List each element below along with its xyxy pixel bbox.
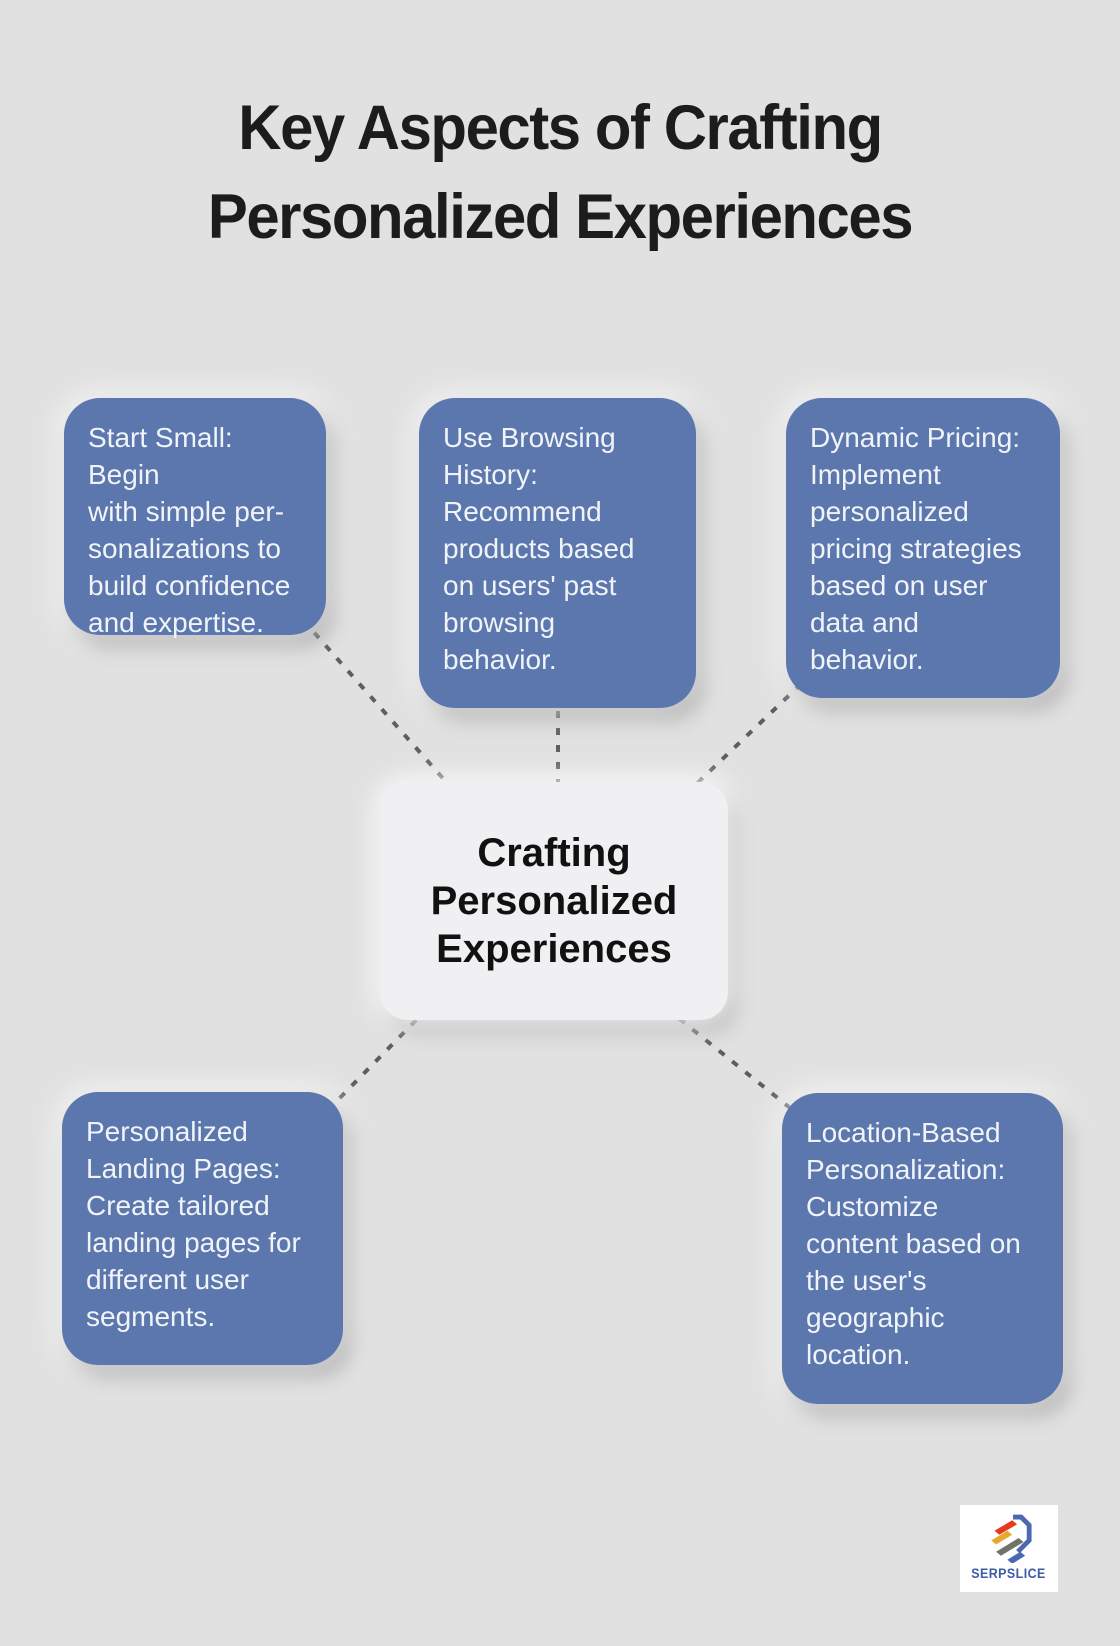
serpslice-logo-text: SERPSLICE — [971, 1566, 1047, 1581]
center-node: Crafting Personalized Experiences — [380, 782, 728, 1020]
node-location-based-personalization: Location-Based Personalization: Customiz… — [782, 1093, 1063, 1404]
connector-dynamic-pricing — [686, 682, 803, 794]
node-use-browsing-history: Use Browsing History: Recommend products… — [419, 398, 696, 708]
serpslice-logo-icon — [991, 1514, 1032, 1563]
connector-personalized-landing-pages — [326, 1006, 430, 1112]
node-personalized-landing-pages: Personalized Landing Pages: Create tailo… — [62, 1092, 343, 1365]
node-dynamic-pricing: Dynamic Pricing: Implement personalized … — [786, 398, 1060, 698]
serpslice-logo: SERPSLICE — [960, 1505, 1058, 1592]
connector-start-small — [301, 618, 457, 794]
node-start-small: Start Small: Begin with simple per- sona… — [64, 398, 326, 638]
connector-location-based-personalization — [664, 1006, 802, 1118]
page-title: Key Aspects of Crafting Personalized Exp… — [207, 93, 914, 253]
